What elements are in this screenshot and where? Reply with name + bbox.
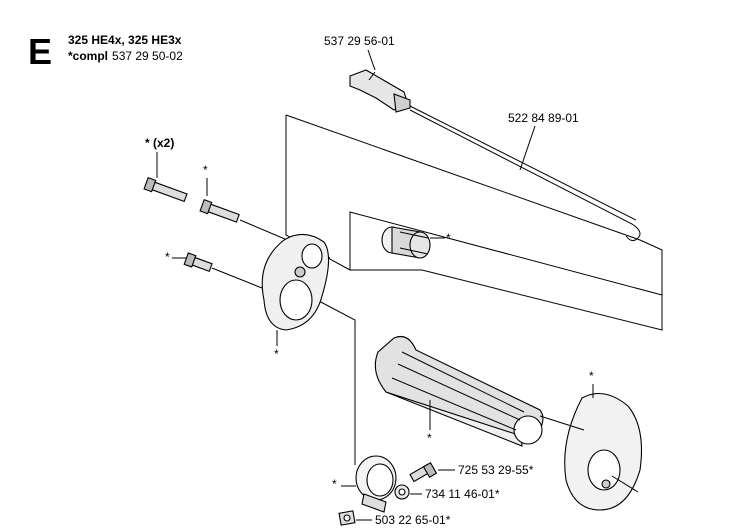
throttle-wire-hook — [409, 105, 637, 221]
model-title: 325 HE4x, 325 HE3x — [68, 33, 182, 47]
screw-long — [143, 176, 188, 203]
throttle-wire — [409, 109, 641, 242]
leader-wire — [519, 125, 536, 171]
label-star-cap: * — [589, 369, 594, 383]
label-star-small-screw: * — [165, 250, 170, 264]
label-star-screw-2: * — [203, 163, 208, 177]
lower-assembly-frame — [316, 299, 356, 465]
clamp-ring — [355, 455, 397, 513]
label-screw-qty: * (x2) — [145, 136, 174, 150]
label-star-grip: * — [427, 431, 432, 445]
washer — [394, 484, 410, 500]
grip-end-cap — [564, 392, 643, 511]
label-washer: 734 11 46-01* — [425, 487, 500, 501]
handle-bracket — [261, 233, 330, 331]
label-star-bracket: * — [274, 347, 279, 361]
label-trigger-part: 537 29 56-01 — [324, 34, 395, 48]
label-throttle-wire: 522 84 89-01 — [508, 111, 579, 125]
compl-number: 537 29 50-02 — [112, 49, 183, 63]
pinion-gear — [381, 226, 431, 259]
label-nut: 503 22 65-01* — [375, 513, 451, 527]
label-star-clamp: * — [332, 477, 337, 491]
clamp-screw — [409, 462, 438, 483]
compl-line: *compl 537 29 50-02 — [68, 49, 183, 63]
small-screw-axis — [211, 267, 263, 289]
nut — [338, 510, 356, 526]
cap-axis-line — [539, 415, 585, 431]
leader-trigger — [367, 49, 376, 71]
frame-top-edge — [285, 114, 663, 295]
small-screw — [183, 252, 213, 272]
handle-grip-tube — [374, 335, 544, 447]
upper-assembly-frame — [285, 115, 663, 331]
label-star-gear: * — [446, 231, 451, 245]
throttle-trigger — [349, 69, 411, 113]
compl-prefix: *compl — [68, 49, 108, 63]
section-letter: E — [28, 31, 52, 72]
cap-axis-line-2 — [611, 475, 639, 493]
screw-short — [199, 198, 240, 223]
label-clamp-screw: 725 53 29-55* — [458, 463, 534, 477]
